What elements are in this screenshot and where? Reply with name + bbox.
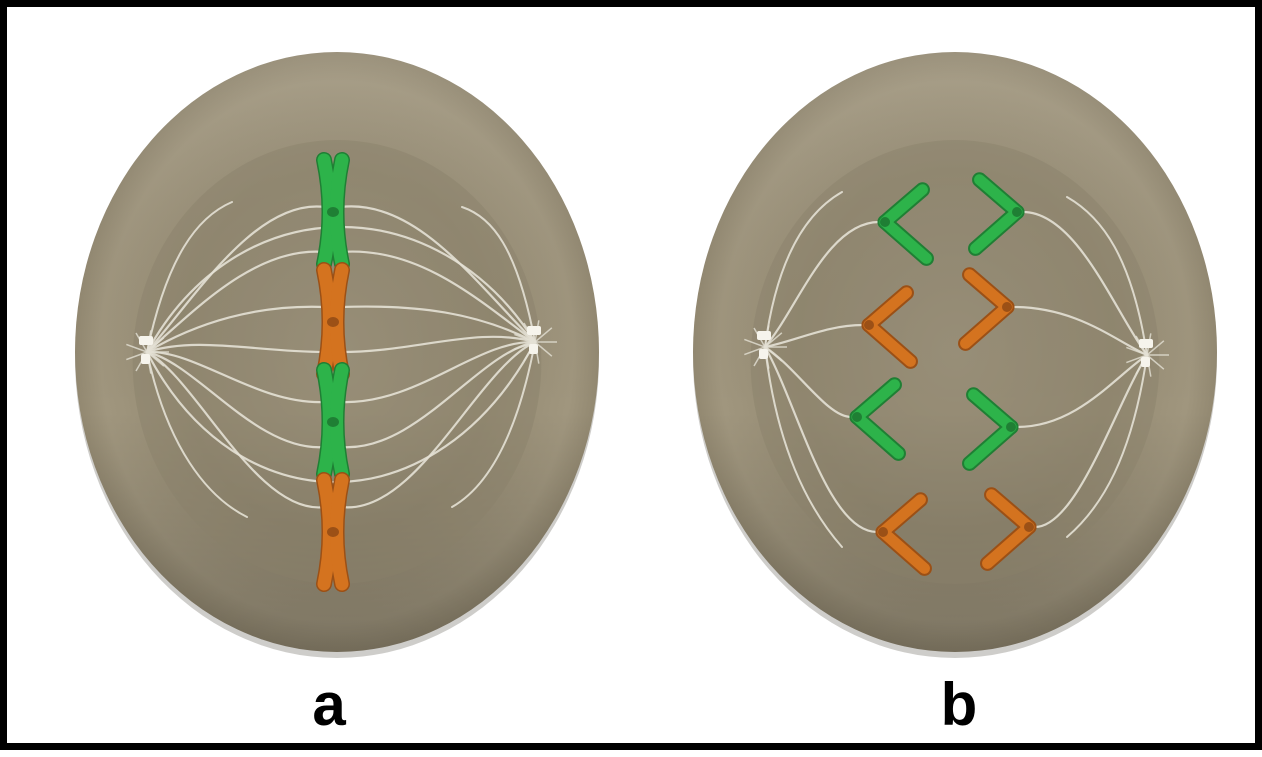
centrosome-b-right-centriole <box>1141 357 1150 367</box>
chromatid-b-left-3-centromere <box>852 412 862 422</box>
centrosome-a-right-centriole <box>529 344 538 354</box>
centrosome-b-right-centriole <box>1139 339 1153 348</box>
cell-a-metaphase <box>75 52 599 658</box>
chromosome-a-3 <box>324 370 342 474</box>
chromosome-a-2 <box>324 270 342 374</box>
centrosome-b-left-centriole <box>759 349 768 359</box>
chromosome-a-4-centromere <box>327 527 339 537</box>
centrosome-a-right-centriole <box>527 326 541 335</box>
chromatid-b-left-2-centromere <box>864 320 874 330</box>
chromatid-b-right-1-centromere <box>1012 207 1022 217</box>
chromatid-b-left-1-centromere <box>880 217 890 227</box>
centrosome-b-left-centriole <box>757 331 771 340</box>
panel-label-b: b <box>919 675 999 735</box>
chromatid-b-right-4-centromere <box>1024 522 1034 532</box>
centrosome-a-left-centriole <box>141 354 150 364</box>
panel-label-a: a <box>289 675 369 735</box>
chromosome-a-4 <box>324 480 342 584</box>
cell-b-anaphase <box>693 52 1217 658</box>
chromosome-a-2-centromere <box>327 317 339 327</box>
chromosome-a-3-centromere <box>327 417 339 427</box>
chromatid-b-right-2-centromere <box>1002 302 1012 312</box>
cell-b-cytoplasm <box>751 140 1160 584</box>
chromatid-b-right-3-centromere <box>1006 422 1016 432</box>
chromosome-a-1 <box>324 160 342 264</box>
chromatid-b-left-4-centromere <box>878 527 888 537</box>
centrosome-a-left-centriole <box>139 336 153 345</box>
chromosome-a-1-centromere <box>327 207 339 217</box>
mitosis-figure <box>7 7 1262 757</box>
